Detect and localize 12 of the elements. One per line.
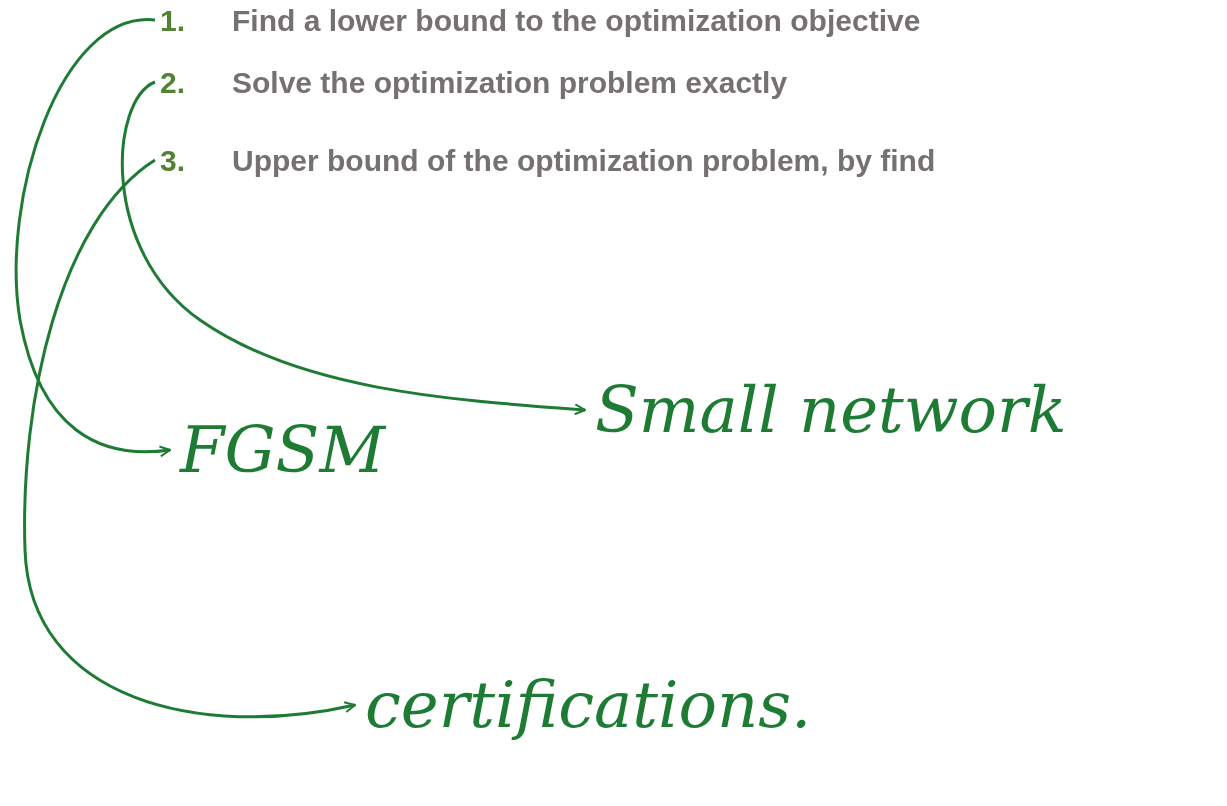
- handwritten-text: FGSM: [180, 412, 385, 489]
- list-number: 2.: [160, 64, 187, 101]
- list-item-text: Solve the optimization problem exactly: [232, 64, 788, 101]
- list-number: 1.: [160, 2, 187, 39]
- handwritten-text: certifications.: [365, 667, 812, 744]
- curved-arrow: [23, 158, 356, 719]
- list-item-text: Find a lower bound to the optimization objective: [232, 2, 921, 39]
- list-number: 3.: [160, 142, 187, 179]
- curved-arrow: [15, 18, 171, 457]
- curved-arrow: [121, 80, 586, 416]
- list-item-text: Upper bound of the optimization problem, by find: [232, 142, 936, 179]
- handwritten-text: Small network: [595, 372, 1067, 449]
